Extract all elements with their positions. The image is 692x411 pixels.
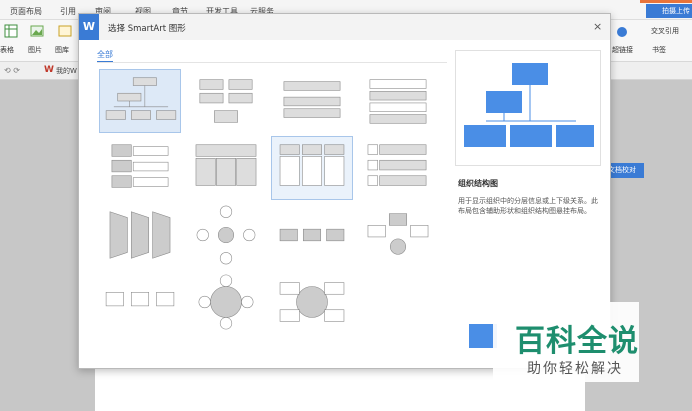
- radial-cycle-thumb-icon: [196, 205, 256, 265]
- converging-process-thumb-icon: [367, 213, 429, 255]
- circle-process-thumb-icon: [279, 282, 345, 322]
- layout-picture-list[interactable]: [357, 136, 439, 200]
- layout-cycle-matrix[interactable]: [185, 270, 267, 334]
- watermark-title: 百科全说: [515, 324, 639, 359]
- preview-description: 用于显示组织中的分层信息或上下级关系。此布局包含辅助形状和组织结构图悬挂布局。: [458, 197, 598, 215]
- basic-process-thumb-icon: [279, 228, 345, 242]
- layout-vertical-block[interactable]: [99, 136, 181, 200]
- layout-step-process[interactable]: [99, 270, 181, 334]
- gallery-button[interactable]: 图库: [55, 46, 69, 54]
- trapezoid-list-thumb-icon: [109, 211, 171, 259]
- proofread-tab[interactable]: 文档校对: [600, 163, 644, 178]
- wps-logo-icon: W: [79, 14, 99, 40]
- horizontal-list-thumb-icon: [369, 79, 427, 124]
- layout-circle-process[interactable]: [271, 270, 353, 334]
- layout-basic-process[interactable]: [271, 203, 353, 267]
- picture-button[interactable]: 图片: [28, 46, 42, 54]
- preview-title: 组织结构图: [458, 179, 498, 188]
- hierarchy-thumb-icon: [199, 79, 253, 123]
- undo-icon[interactable]: ⟲ ⟳: [4, 66, 20, 75]
- layout-table-list[interactable]: [185, 136, 267, 200]
- tab-dev-tools[interactable]: 开发工具: [206, 7, 238, 16]
- layout-radial-cycle[interactable]: [185, 203, 267, 267]
- stacked-list-thumb-icon: [283, 81, 341, 118]
- org-chart-preview-icon: [464, 63, 594, 147]
- accent-bar: [640, 0, 692, 3]
- step-process-thumb-icon: [105, 292, 175, 307]
- watermark: 百科全说 助你轻松解决: [493, 302, 639, 382]
- gallery-icon: [58, 25, 72, 37]
- tab-cloud[interactable]: 云服务: [250, 7, 274, 16]
- tab-section[interactable]: 章节: [172, 7, 188, 16]
- dialog-title: 选择 SmartArt 图形: [108, 24, 186, 34]
- globe-icon: [617, 27, 627, 37]
- grouped-list-thumb-icon: [279, 144, 345, 186]
- tab-references[interactable]: 引用: [60, 7, 76, 16]
- layout-hierarchy[interactable]: [185, 69, 267, 133]
- picture-list-thumb-icon: [367, 144, 427, 186]
- upload-button[interactable]: 拍摄上传: [646, 4, 692, 18]
- table-button[interactable]: 表格: [0, 46, 14, 54]
- cross-reference-button[interactable]: 交叉引用: [651, 27, 679, 35]
- layout-stacked-list[interactable]: [271, 69, 353, 133]
- watermark-subtitle: 助你轻松解决: [527, 361, 623, 377]
- insert-button[interactable]: [469, 324, 497, 348]
- table-icon: [4, 24, 18, 38]
- layout-trapezoid-list[interactable]: [99, 203, 181, 267]
- org-chart-thumb-icon: [105, 77, 177, 120]
- tab-review[interactable]: 审阅: [95, 7, 111, 16]
- vertical-block-thumb-icon: [111, 144, 169, 188]
- layout-horizontal-list[interactable]: [357, 69, 439, 133]
- tab-divider: [97, 62, 447, 63]
- layout-grid: [99, 69, 449, 369]
- bookmark-button[interactable]: 书签: [652, 46, 666, 54]
- preview-image: [455, 50, 601, 166]
- hyperlink-button[interactable]: 超链接: [612, 46, 633, 54]
- tab-all[interactable]: 全部: [97, 49, 113, 63]
- my-wps-tab[interactable]: 我的W: [56, 67, 77, 75]
- tab-page-layout[interactable]: 页面布局: [10, 7, 42, 16]
- cycle-matrix-thumb-icon: [198, 274, 254, 330]
- layout-converging-process[interactable]: [357, 203, 439, 267]
- layout-org-chart[interactable]: [99, 69, 181, 133]
- table-list-thumb-icon: [195, 144, 257, 186]
- wps-icon: W: [44, 65, 54, 75]
- close-icon[interactable]: ×: [593, 20, 603, 33]
- layout-grouped-list[interactable]: [271, 136, 353, 200]
- picture-icon: [30, 25, 44, 37]
- tab-view[interactable]: 视图: [135, 7, 151, 16]
- smartart-dialog: W 选择 SmartArt 图形 × 全部: [78, 13, 611, 369]
- dialog-titlebar[interactable]: W 选择 SmartArt 图形 ×: [79, 14, 610, 40]
